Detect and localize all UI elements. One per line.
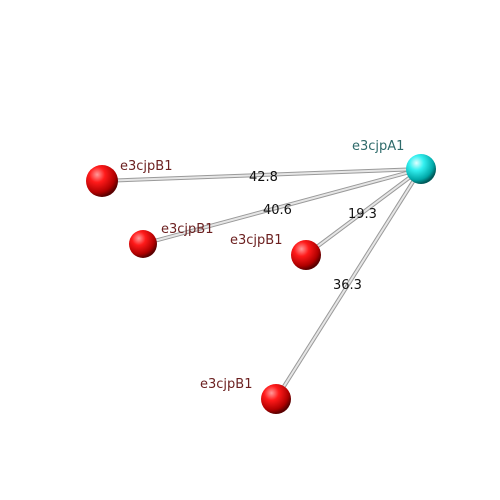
edge-distance-label-4: 36.3	[333, 278, 362, 293]
node-sphere-2[interactable]	[129, 230, 157, 258]
edge-hub-to-node-4	[274, 167, 423, 401]
hub-node-label: e3cjpA1	[352, 139, 404, 154]
node-sphere-4[interactable]	[261, 384, 291, 414]
node-label-3: e3cjpB1	[230, 233, 282, 248]
node-label-4: e3cjpB1	[200, 377, 252, 392]
edges	[101, 167, 423, 401]
node-label-1: e3cjpB1	[120, 159, 172, 174]
edge-hub-to-node-3	[304, 167, 423, 257]
node-sphere-1[interactable]	[86, 165, 118, 197]
edge-hub-to-node-1	[101, 167, 422, 183]
edge-hub-to-node-2	[142, 167, 422, 246]
edge-distance-label-2: 40.6	[263, 203, 292, 218]
node-label-2: e3cjpB1	[161, 222, 213, 237]
hub-node-sphere[interactable]	[406, 154, 436, 184]
edge-distance-label-1: 42.8	[249, 170, 278, 185]
node-sphere-3[interactable]	[291, 240, 321, 270]
edge-distance-label-3: 19.3	[348, 207, 377, 222]
